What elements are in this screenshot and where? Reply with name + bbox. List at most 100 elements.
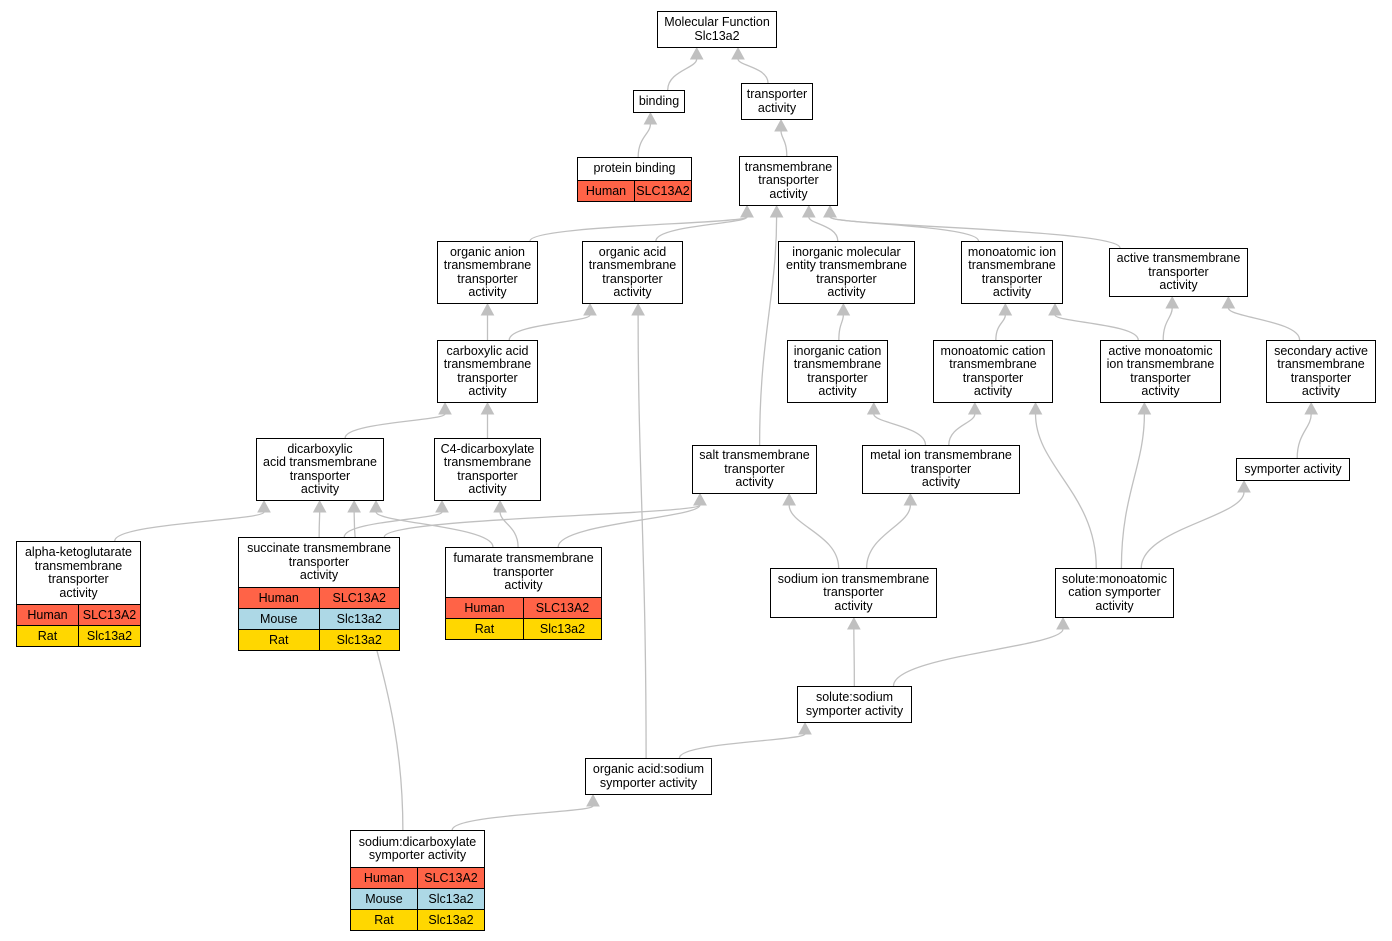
go-term-node[interactable]: organic acid transmembrane transporter a… <box>582 241 683 304</box>
go-term-node[interactable]: organic acid:sodium symporter activity <box>585 758 712 795</box>
go-term-node[interactable]: monoatomic ion transmembrane transporter… <box>961 241 1063 304</box>
species-cell: Rat <box>17 625 79 646</box>
go-term-node[interactable]: metal ion transmembrane transporter acti… <box>862 445 1020 494</box>
go-term-node[interactable]: inorganic cation transmembrane transport… <box>787 340 888 403</box>
go-term-label: salt transmembrane transporter activity <box>699 448 810 490</box>
edge-arrowhead <box>1237 479 1251 493</box>
edge-line <box>1162 307 1173 341</box>
edge-line <box>499 511 519 548</box>
gene-symbol-cell[interactable]: SLC13A2 <box>634 180 691 201</box>
go-term-node[interactable]: active monoatomic ion transmembrane tran… <box>1100 340 1221 403</box>
go-term-node[interactable]: alpha-ketoglutarate transmembrane transp… <box>16 541 141 647</box>
go-term-node[interactable]: fumarate transmembrane transporter activ… <box>445 547 602 640</box>
edge-line <box>1296 413 1312 459</box>
go-term-node[interactable]: monoatomic cation transmembrane transpor… <box>933 340 1053 403</box>
go-term-label: alpha-ketoglutarate transmembrane transp… <box>24 545 133 600</box>
species-cell: Human <box>446 597 524 619</box>
go-term-node[interactable]: active transmembrane transporter activit… <box>1109 248 1248 297</box>
edge-line <box>808 216 839 242</box>
species-cell: Rat <box>446 618 524 639</box>
go-term-label: binding <box>638 93 680 108</box>
go-term-node[interactable]: symporter activity <box>1236 458 1350 481</box>
go-term-node[interactable]: organic anion transmembrane transporter … <box>437 241 538 304</box>
gene-symbol-cell[interactable]: Slc13a2 <box>417 909 484 930</box>
edge-line <box>865 504 912 569</box>
edge-arrowhead <box>312 499 327 513</box>
go-term-label: carboxylic acid transmembrane transporte… <box>443 343 532 398</box>
edge-line <box>678 733 806 759</box>
gene-symbol-cell[interactable]: Slc13a2 <box>318 608 399 630</box>
edge-line <box>557 504 701 548</box>
species-cell: Human <box>239 587 319 609</box>
edge-arrowhead <box>1048 302 1062 316</box>
go-term-node[interactable]: transmembrane transporter activity <box>739 156 838 206</box>
gene-symbol-cell[interactable]: Slc13a2 <box>318 629 399 650</box>
edge-arrowhead <box>740 204 754 218</box>
edge-line <box>758 216 778 446</box>
go-term-node[interactable]: secondary active transmembrane transport… <box>1266 340 1376 403</box>
edge-arrowhead <box>782 492 796 506</box>
edge-line <box>114 511 265 542</box>
gene-symbol-cell[interactable]: SLC13A2 <box>78 604 140 626</box>
edge-arrowhead <box>693 492 707 506</box>
edge-arrowhead <box>774 118 788 132</box>
edge-arrowhead <box>689 46 704 60</box>
go-term-node[interactable]: succinate transmembrane transporter acti… <box>238 537 400 651</box>
edge-line <box>780 130 788 157</box>
species-cell: Human <box>578 180 635 201</box>
go-term-node[interactable]: transporter activity <box>741 83 813 120</box>
edge-arrowhead <box>1304 401 1319 415</box>
gene-symbol-cell[interactable]: Slc13a2 <box>417 888 484 910</box>
gene-symbol-cell[interactable]: SLC13A2 <box>417 867 484 889</box>
edge-arrowhead <box>1137 401 1152 415</box>
gene-symbol-cell[interactable]: Slc13a2 <box>523 618 601 639</box>
edge-arrowhead <box>1221 295 1236 309</box>
go-term-node[interactable]: carboxylic acid transmembrane transporte… <box>437 340 538 403</box>
edge-line <box>343 511 443 538</box>
go-term-node[interactable]: sodium ion transmembrane transporter act… <box>770 568 937 618</box>
edge-arrowhead <box>435 499 449 513</box>
gene-symbol-cell[interactable]: SLC13A2 <box>523 597 601 619</box>
edge-line <box>383 504 701 538</box>
edge-line <box>637 123 652 158</box>
go-term-label: Molecular Function Slc13a2 <box>664 15 770 43</box>
edge-line <box>948 413 976 446</box>
go-term-label: monoatomic cation transmembrane transpor… <box>940 343 1046 398</box>
go-term-label: dicarboxylic acid transmembrane transpor… <box>263 441 377 496</box>
go-term-label: sodium:dicarboxylate symporter activity <box>358 834 477 862</box>
edge-line <box>655 216 748 242</box>
go-term-label: transporter activity <box>746 87 808 115</box>
go-term-label: solute:monoatomic cation symporter activ… <box>1062 571 1167 613</box>
go-term-node[interactable]: salt transmembrane transporter activity <box>692 445 817 494</box>
go-term-node[interactable]: solute:sodium symporter activity <box>797 686 912 723</box>
gene-symbol-cell[interactable]: Slc13a2 <box>78 625 140 646</box>
edge-line <box>838 314 844 341</box>
gene-symbol-cell[interactable]: SLC13A2 <box>318 587 399 609</box>
go-term-node[interactable]: Molecular Function Slc13a2 <box>657 11 777 48</box>
go-term-node[interactable]: solute:monoatomic cation symporter activ… <box>1055 568 1174 618</box>
go-term-node[interactable]: C4-dicarboxylate transmembrane transport… <box>434 438 541 501</box>
go-term-node[interactable]: binding <box>633 90 685 113</box>
edge-line <box>667 58 698 91</box>
edge-line <box>637 314 647 759</box>
go-term-label: organic anion transmembrane transporter … <box>443 244 532 299</box>
species-cell: Mouse <box>351 888 418 910</box>
edge-line <box>344 413 446 439</box>
go-term-node[interactable]: dicarboxylic acid transmembrane transpor… <box>256 438 384 501</box>
edge-line <box>318 511 321 538</box>
edge-line <box>1227 307 1301 341</box>
go-term-node[interactable]: inorganic molecular entity transmembrane… <box>778 241 915 304</box>
edge-arrowhead <box>631 302 645 316</box>
